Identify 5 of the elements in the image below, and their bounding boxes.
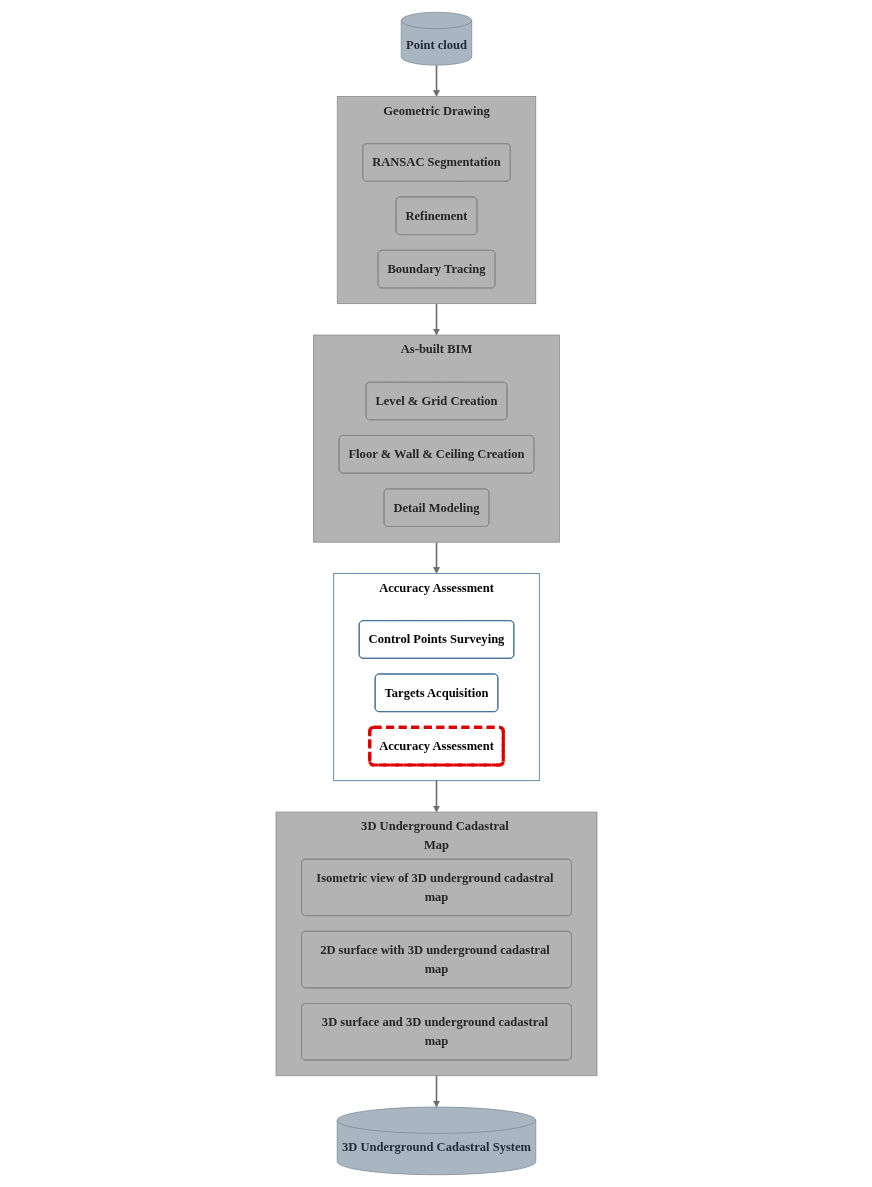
- arrow: [432, 1074, 440, 1108]
- arrow: [432, 541, 440, 574]
- arrow: [432, 779, 440, 813]
- arrow: [432, 64, 440, 97]
- arrow: [432, 302, 440, 336]
